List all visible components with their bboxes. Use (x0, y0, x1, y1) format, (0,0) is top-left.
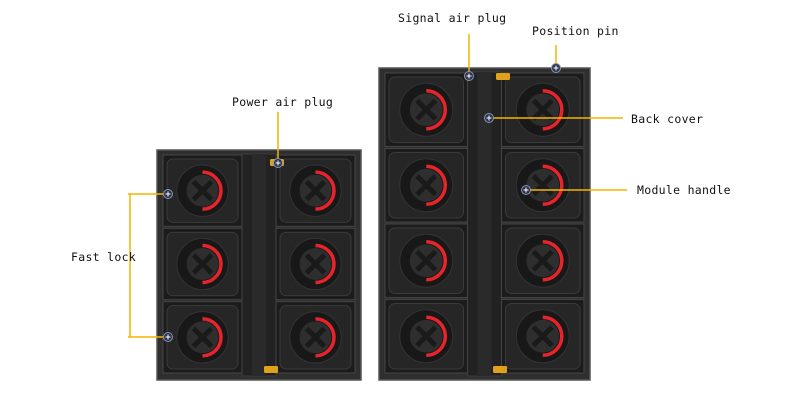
label-signal-air-plug: Signal air plug (398, 11, 507, 25)
label-fast-lock: Fast lock (71, 250, 137, 264)
module-handle (315, 243, 336, 285)
fan-cross (304, 326, 327, 349)
module-handle (426, 164, 447, 207)
module-handle (542, 88, 564, 131)
callout-marker-icon (163, 189, 173, 199)
fan-cross (531, 325, 554, 348)
plus-icon (275, 160, 281, 166)
fan-cross (304, 253, 327, 275)
fan-cross (531, 174, 554, 197)
module-handle (426, 239, 447, 282)
label-module-handle: Module handle (637, 183, 731, 197)
air-plug (264, 366, 278, 373)
module-handle (315, 317, 336, 358)
module (384, 299, 468, 374)
small-cabinet (156, 149, 362, 381)
module (275, 301, 356, 374)
module (384, 72, 468, 147)
fast-lock-line (128, 193, 168, 338)
label-position-pin: Position pin (532, 24, 619, 38)
back-cover-rail (252, 154, 266, 376)
module (384, 148, 468, 223)
module-handle (315, 170, 336, 211)
large-cabinet (378, 67, 591, 381)
callout-marker-icon (273, 158, 283, 168)
module (162, 154, 243, 227)
module-handle (426, 88, 447, 131)
module (162, 227, 243, 301)
callout-marker-icon (521, 185, 531, 195)
module-handle (542, 239, 564, 282)
callout-marker-icon (464, 71, 474, 81)
module (501, 299, 585, 374)
module (501, 148, 585, 223)
callout-marker-icon (484, 113, 494, 123)
plus-icon (553, 65, 559, 71)
plus-icon (523, 187, 529, 193)
fan-cross (531, 249, 554, 272)
module-handle (202, 170, 223, 211)
fan-cross (531, 98, 554, 121)
fan-cross (415, 325, 438, 348)
module (275, 154, 356, 227)
module (501, 223, 585, 298)
module (275, 227, 356, 301)
module (162, 301, 243, 374)
callout-marker-icon (551, 63, 561, 73)
module (501, 72, 585, 147)
fan-cross (191, 326, 214, 349)
plus-icon (486, 115, 492, 121)
module-handle (542, 164, 564, 207)
label-back-cover: Back cover (631, 112, 704, 126)
fan-cross (415, 174, 438, 197)
label-power-air-plug: Power air plug (232, 95, 334, 109)
air-plug (493, 366, 507, 373)
plus-icon (165, 191, 171, 197)
module-handle (426, 315, 447, 358)
back-cover-rail (477, 72, 492, 376)
module-handle (202, 317, 223, 358)
module-handle (202, 243, 223, 285)
fan-cross (191, 179, 214, 202)
fan-cross (304, 179, 327, 202)
air-plug (496, 73, 510, 80)
fan-cross (415, 249, 438, 272)
plus-icon (165, 334, 171, 340)
module-handle (542, 315, 564, 358)
callout-marker-icon (163, 332, 173, 342)
fan-cross (415, 98, 438, 121)
module (384, 223, 468, 298)
plus-icon (466, 73, 472, 79)
fan-cross (191, 253, 214, 275)
